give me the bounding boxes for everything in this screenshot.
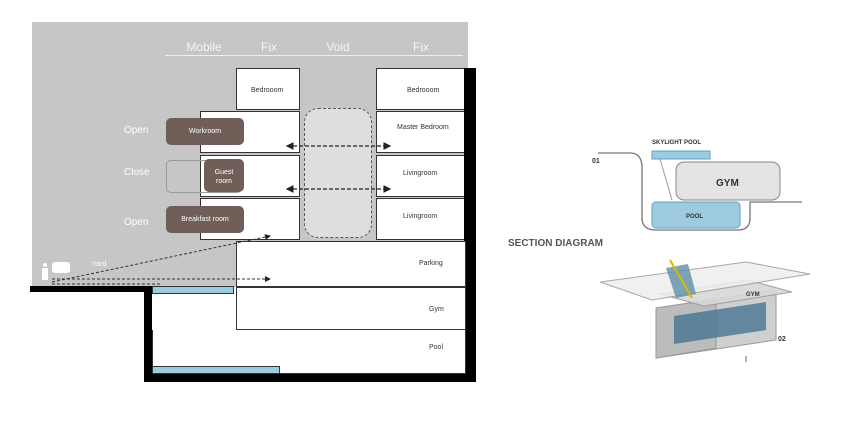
skylight-shaft [666, 264, 696, 298]
light-beam [669, 259, 693, 299]
car-icon [52, 262, 70, 273]
section-title: SECTION DIAGRAM [508, 238, 603, 249]
circulation-arrows [51, 142, 392, 285]
skylight-pool-top [152, 286, 234, 294]
retaining-wall-left [144, 286, 152, 382]
pool-water [651, 201, 741, 229]
room-label: Livingroom [403, 170, 438, 177]
diagram-01-label: 01 [592, 158, 600, 165]
diagram-02-label: 02 [778, 336, 786, 343]
room-label: Gym [429, 306, 444, 313]
gym-3d-label: GYM [746, 292, 760, 298]
skylight-pool-label: SKYLIGHT POOL [652, 140, 702, 146]
state-label-open-2: Open [124, 217, 149, 228]
person-icon [43, 263, 47, 267]
pool-label: POOL [686, 214, 704, 220]
pod-label: Workroom [188, 128, 222, 135]
room-master-bedroom: Master Bedroom [376, 111, 466, 153]
pod-label: room [216, 178, 232, 185]
room-parking: Parking [236, 241, 466, 287]
room-label: Master Bedroom [397, 124, 449, 131]
section-diagram-01 [598, 150, 802, 231]
terrain-profile [598, 152, 802, 231]
column-header-void: Void [326, 40, 350, 54]
ramp-path-upper [51, 234, 271, 283]
retaining-wall-right [464, 68, 476, 382]
room-livingroom-2: Livingroom [376, 198, 466, 240]
pool-volume [674, 302, 766, 344]
column-header-fix: Fix [261, 40, 277, 54]
column-header-mobile: Mobile [186, 40, 222, 54]
pod-guest-room: Guest room [204, 159, 244, 192]
pod-workroom: Workroom [166, 118, 244, 145]
pod-label: Breakfast room [181, 216, 229, 223]
room-label: Livingroom [403, 213, 438, 220]
state-label-open: Open [124, 125, 149, 136]
gym-label: GYM [716, 178, 739, 189]
pod-breakfast-room: Breakfast room [166, 206, 244, 233]
room-gym: Gym [236, 287, 466, 330]
room-label: Pool [429, 344, 444, 351]
column-header-fix-right: Fix [413, 40, 429, 54]
room-label: Parking [419, 260, 443, 267]
room-label: Bedrooom [251, 87, 284, 94]
room-bedroom-right: Bedrooom [376, 68, 466, 110]
room-label: Bedrooom [407, 87, 440, 94]
pool-water-bottom [152, 366, 280, 374]
section-diagram-02 [599, 259, 811, 362]
void-space [304, 108, 372, 238]
skylight-pool-water [651, 150, 711, 160]
yard-label: Yard [92, 261, 107, 268]
foundation-slab [144, 374, 476, 382]
gym-volume [675, 161, 781, 201]
ground-line [30, 286, 152, 292]
state-label-close: Close [124, 167, 150, 178]
column-header-rule [165, 55, 463, 56]
ground-slab [599, 261, 811, 301]
room-bedroom-center: Bedrooom [236, 68, 300, 110]
person-body [42, 268, 48, 280]
light-ray [659, 158, 673, 201]
pod-label: Guest [214, 169, 234, 176]
